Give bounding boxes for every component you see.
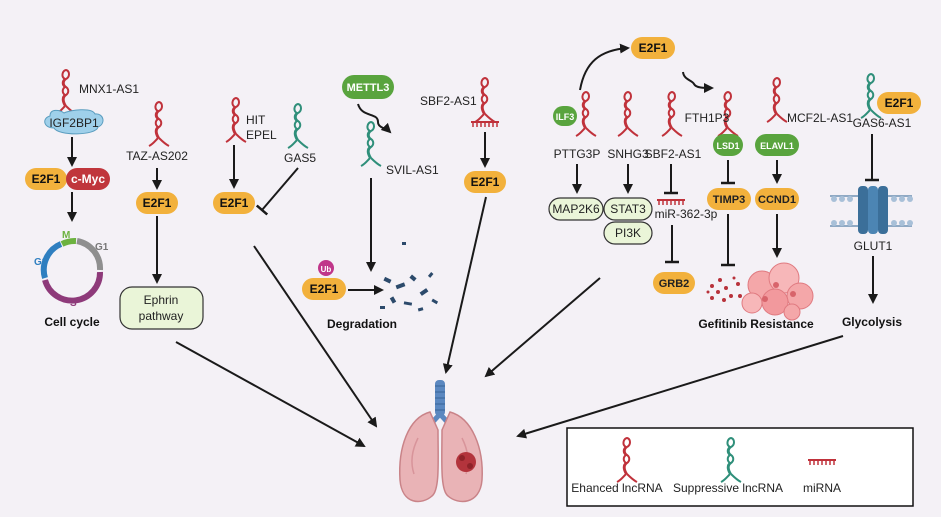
pttg3p-label: PTTG3P: [554, 147, 601, 161]
stat3-box: [603, 197, 653, 221]
drug-dots-icon: [706, 276, 742, 302]
ccnd1-label: CCND1: [758, 194, 796, 206]
grb2-pill: [653, 272, 695, 294]
sbf2-mid-label: SBF2-AS1: [645, 147, 702, 161]
inhibit-gas5-e2f1: [255, 167, 299, 216]
arrow-pttg3p-e2f1: [579, 43, 630, 91]
e2f1-pill-2: [136, 192, 178, 214]
e2f1-label-top: E2F1: [639, 41, 668, 55]
map2k6-label: MAP2K6: [552, 202, 600, 216]
cmyc-pill: [66, 168, 110, 190]
gas6-rna-icon: [860, 73, 882, 119]
gas6-label: GAS6-AS1: [853, 116, 912, 130]
e2f1-label-6: E2F1: [885, 96, 914, 110]
ub-label: Ub: [321, 265, 332, 274]
ephrin-label-2: pathway: [139, 309, 184, 323]
e2f1-label-2: E2F1: [143, 196, 172, 210]
cc-s-label: S: [70, 298, 77, 309]
e2f1-label-1: E2F1: [32, 172, 61, 186]
cmyc-label: c-Myc: [71, 172, 105, 186]
snhg3-rna-icon: [617, 91, 639, 137]
svil-label: SVIL-AS1: [386, 163, 439, 177]
glycolysis-label: Glycolysis: [842, 315, 902, 329]
taz-label: TAZ-AS202: [126, 149, 188, 163]
e2f1-pill-5: [464, 171, 506, 193]
e2f1-pill-3: [213, 192, 255, 214]
mir362-label: miR-362-3p: [655, 207, 718, 221]
mcf2l-label: MCF2L-AS1: [787, 111, 853, 125]
arrow-e2f1-fth1p3: [682, 71, 714, 93]
timp3-label: TIMP3: [713, 194, 745, 206]
fth1p3-label: FTH1P3: [685, 111, 730, 125]
igf2bp1-label: IGF2BP1: [49, 116, 99, 130]
ccnd1-pill: [755, 188, 799, 210]
mnx1-label: MNX1-AS1: [79, 82, 139, 96]
arrow-mettl3-svil: [357, 103, 392, 134]
ephrin-box: [119, 286, 204, 330]
cc-g2-label: G2: [34, 257, 48, 268]
mnx1-rna-icon: [55, 69, 77, 115]
legend-enhanced-label: Ehanced lncRNA: [571, 481, 662, 495]
pi3k-box: [603, 221, 653, 245]
tumor-cells-icon: [741, 262, 814, 321]
degradation-label: Degradation: [327, 317, 397, 331]
cell-cycle-icon: [40, 237, 104, 304]
legend-mirna-label: miRNA: [803, 481, 841, 495]
ephrin-label-1: Ephrin: [144, 293, 179, 307]
glut1-membrane-icon: [830, 186, 913, 234]
grb2-label: GRB2: [659, 278, 690, 290]
arrow-right2-lung: [516, 335, 844, 439]
e2f1-pill-6: [877, 92, 921, 114]
cellcycle-label: Cell cycle: [44, 315, 100, 329]
pi3k-label: PI3K: [615, 226, 641, 240]
lungs-icon: [399, 380, 483, 503]
ilf3-pill: [553, 106, 577, 126]
arrow-left1-lung: [175, 341, 366, 447]
sbf2-top-label: SBF2-AS1: [420, 94, 477, 108]
e2f1-label-3: E2F1: [220, 196, 249, 210]
glut1-label: GLUT1: [854, 239, 893, 253]
e2f1-label-4: E2F1: [310, 282, 339, 296]
arrow-left2-lung: [253, 245, 378, 428]
hit-rna-icon: [225, 97, 247, 143]
hit-label: HIT: [246, 113, 266, 127]
sbf2-top-rna-icon: [474, 77, 496, 123]
cc-m-label: M: [62, 230, 70, 241]
gas5-rna-icon: [287, 103, 309, 149]
snhg3-label: SNHG3: [607, 147, 649, 161]
legend-suppressive-label: Suppressive lncRNA: [673, 481, 783, 495]
sbf2-mid-rna-icon: [661, 91, 683, 137]
mir362-mirna-icon: [656, 199, 686, 206]
sbf2-top-mirna-icon: [470, 121, 500, 128]
stat3-label: STAT3: [610, 202, 646, 216]
ilf3-label: ILF3: [556, 112, 575, 122]
igf2bp1-shape: [44, 109, 104, 135]
arrow-sbf2-lung: [442, 196, 487, 374]
gefitinib-label: Gefitinib Resistance: [698, 317, 814, 331]
mettl3-pill: [342, 75, 394, 99]
e2f1-pill-top: [631, 37, 675, 59]
cc-g1-label: G1: [95, 242, 109, 253]
timp3-pill: [707, 188, 751, 210]
elavl1-label: ELAVL1: [760, 141, 794, 151]
elavl1-pill: [755, 134, 799, 156]
ub-badge: [318, 260, 334, 276]
e2f1-label-5: E2F1: [471, 175, 500, 189]
lsd1-pill: [713, 134, 743, 156]
lsd1-label: LSD1: [716, 141, 739, 151]
gas5-label: GAS5: [284, 151, 316, 165]
map2k6-box: [548, 197, 604, 221]
taz-rna-icon: [148, 101, 170, 147]
epel-label: EPEL: [246, 128, 277, 142]
e2f1-pill-1: [25, 168, 67, 190]
pttg3p-rna-icon: [575, 91, 597, 137]
e2f1-pill-4: [302, 278, 346, 300]
mettl3-label: METTL3: [347, 82, 390, 94]
degradation-fragments-icon: [380, 242, 439, 312]
mcf2l-rna-icon: [766, 77, 788, 123]
svil-rna-icon: [360, 121, 382, 167]
arrow-right1-lung: [484, 277, 601, 378]
